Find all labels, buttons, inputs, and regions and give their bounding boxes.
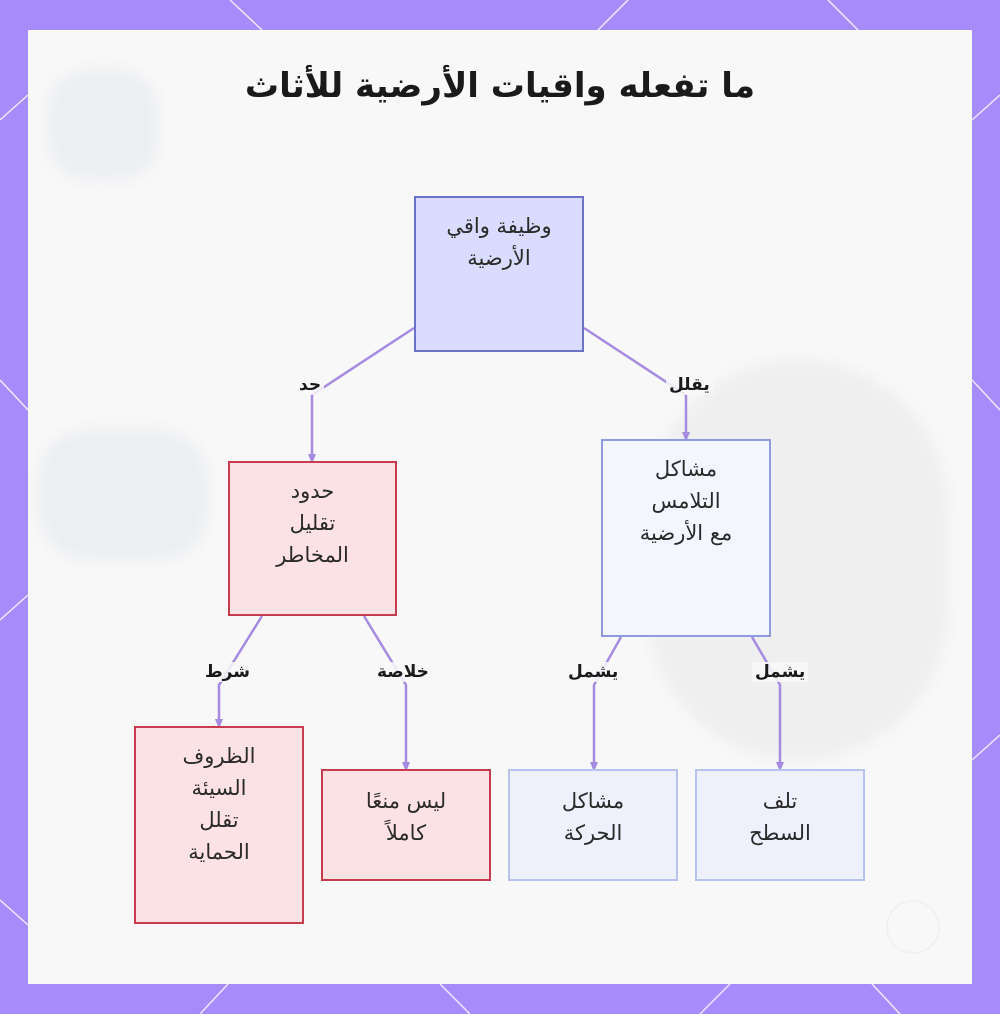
edge-label-includes-left: يشمل (565, 662, 622, 682)
node-label: الظروف السيئة تقلل الحماية (182, 744, 256, 864)
edge-label-includes-right: يشمل (752, 662, 809, 682)
edge-root-contact (583, 326, 690, 442)
node-protector-function: وظيفة واقي الأرضية (414, 196, 584, 352)
node-label: حدود تقليل المخاطر (276, 479, 349, 567)
edge-limits-notfull (362, 615, 410, 772)
node-label: وظيفة واقي الأرضية (446, 214, 552, 270)
node-label: ليس منعًا كاملاً (365, 789, 447, 845)
node-movement-problems: مشاكل الحركة (508, 769, 678, 881)
node-harsh-conditions: الظروف السيئة تقلل الحماية (134, 726, 304, 924)
node-label: مشاكل التلامس مع الأرضية (639, 457, 733, 545)
background-blur-shape (48, 70, 158, 180)
edge-root-limits (308, 326, 415, 464)
node-label: تلف السطح (749, 789, 811, 845)
edge-contact-motion (590, 636, 623, 772)
node-risk-reduction-limits: حدود تقليل المخاطر (228, 461, 397, 616)
node-label: مشاكل الحركة (561, 789, 625, 845)
node-floor-contact-problems: مشاكل التلامس مع الأرضية (601, 439, 771, 637)
edge-label-condition: شرط (202, 662, 253, 682)
background-blur-shape (38, 430, 208, 560)
node-not-full-prevention: ليس منعًا كاملاً (321, 769, 491, 881)
edge-label-limit: حد (296, 375, 325, 395)
watermark-icon (886, 900, 940, 954)
diagram-title: ما تفعله واقيات الأرضية للأثاث (244, 66, 756, 106)
edge-label-reduces: يقلل (666, 375, 713, 395)
node-surface-damage: تلف السطح (695, 769, 865, 881)
edge-label-conclusion: خلاصة (374, 662, 432, 682)
edge-contact-damage (750, 636, 784, 772)
edge-limits-harsh (215, 615, 264, 729)
